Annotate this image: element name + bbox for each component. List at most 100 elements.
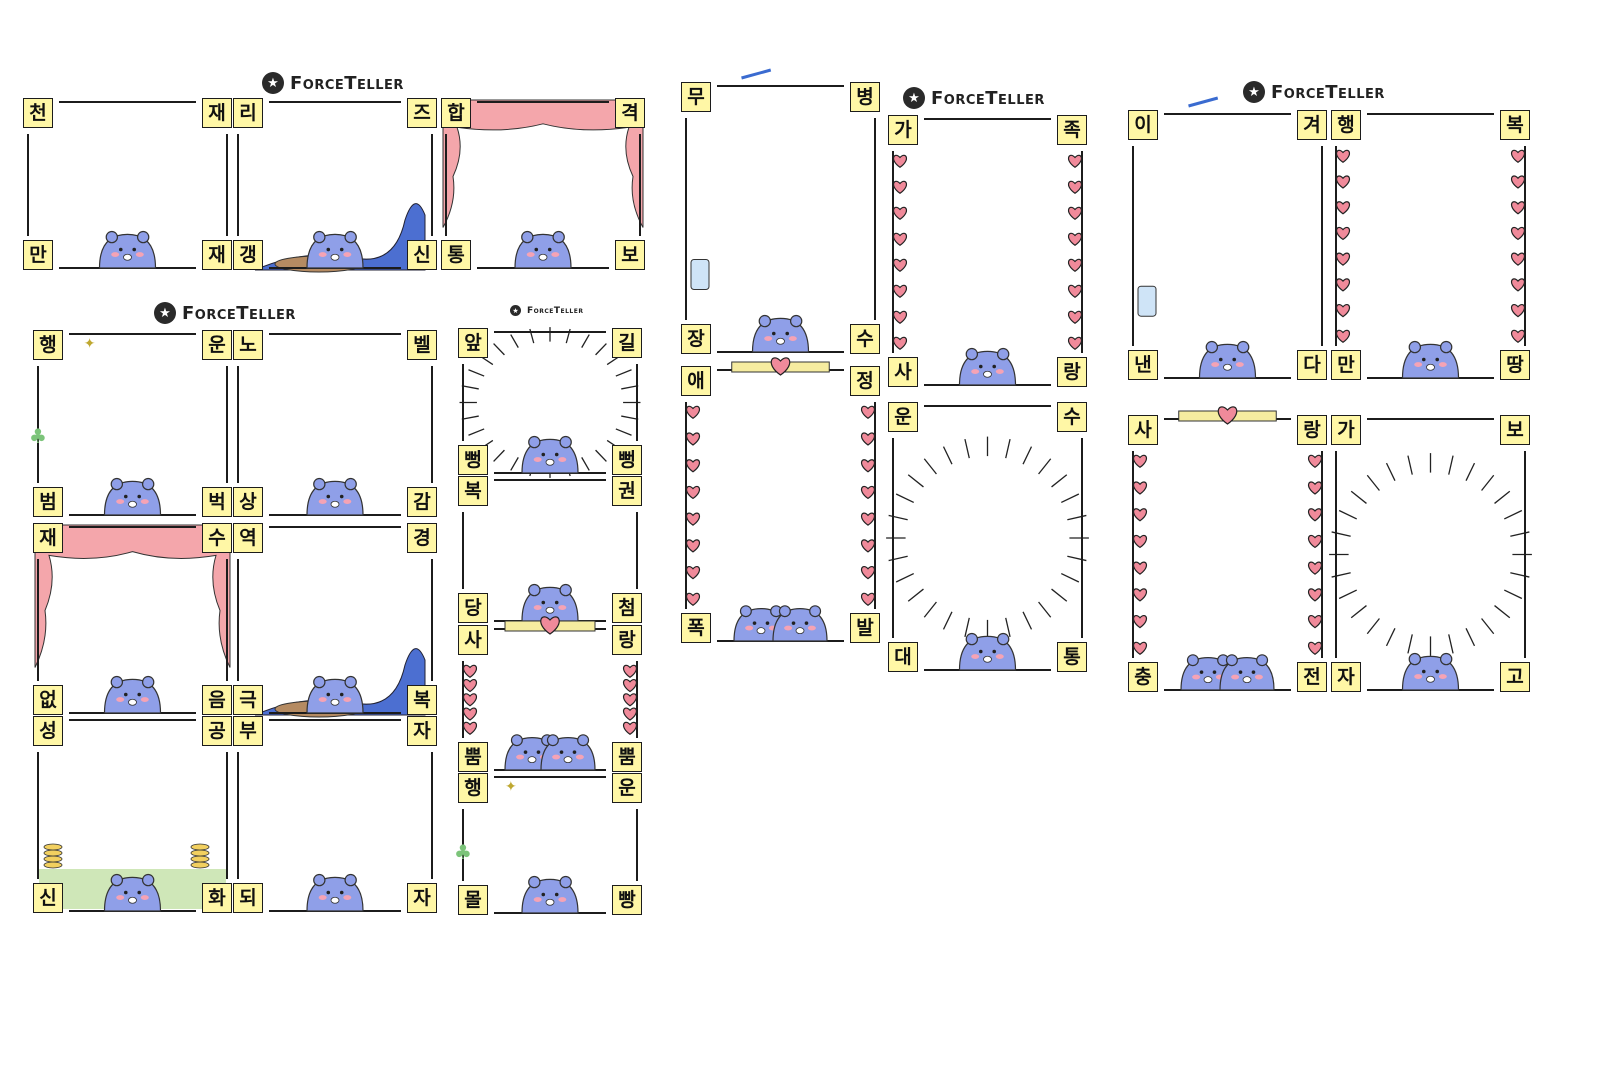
heart-icon	[463, 721, 477, 736]
heart-icon	[1133, 454, 1147, 469]
bear-character	[521, 435, 579, 474]
letter-tile-tr: 병	[850, 82, 880, 112]
letter-tile-tl: 성	[33, 716, 63, 746]
coin-stack-icon	[190, 849, 210, 857]
heart-icon	[1336, 149, 1350, 164]
heart-icon	[1068, 336, 1082, 351]
letter-tile-tl: 무	[681, 82, 711, 112]
syringe-icon	[1188, 96, 1219, 108]
heart-icon	[686, 485, 700, 500]
burst-ray	[1350, 605, 1367, 619]
letter-tile-bl: 낸	[1128, 350, 1158, 380]
heart-icon	[1308, 561, 1322, 575]
burst-ray	[1067, 555, 1087, 562]
heart-icon	[893, 206, 907, 221]
frame-border	[886, 405, 1089, 671]
heart-icon	[686, 512, 700, 526]
coin-stack-icon	[43, 843, 63, 851]
letter-tile-br: 신	[407, 240, 437, 270]
letter-tile-tl: 역	[233, 523, 263, 553]
coin-stack-icon	[190, 855, 210, 863]
burst-ray	[595, 343, 607, 356]
heart-icon	[1068, 206, 1082, 221]
iv-bag-icon	[690, 259, 710, 290]
burst-ray	[1038, 601, 1052, 618]
heart-icon	[540, 616, 560, 635]
burst-ray	[942, 446, 953, 465]
forceteller-logo: ★ForceTeller	[510, 305, 583, 316]
heart-icon	[1068, 284, 1082, 299]
frame-border	[27, 101, 228, 269]
burst-ray	[1005, 617, 1011, 638]
letter-tile-bl: 되	[233, 883, 263, 913]
letter-tile-bl: 사	[888, 357, 918, 387]
letter-tile-tl: 노	[233, 330, 263, 360]
burst-ray	[923, 601, 937, 618]
burst-ray	[923, 458, 937, 475]
heart-icon	[1133, 534, 1147, 549]
letter-tile-bl: 장	[681, 324, 711, 354]
heart-icon	[861, 405, 875, 420]
letter-tile-br: 뿜	[612, 742, 642, 772]
letter-tile-tr: 랑	[1297, 415, 1327, 445]
letter-tile-bl: 갱	[233, 240, 263, 270]
letter-tile-br: 발	[850, 613, 880, 643]
burst-ray	[1407, 455, 1413, 475]
star-circle-icon: ★	[1243, 81, 1265, 103]
burst-ray	[895, 493, 914, 504]
letter-tile-tr: 재	[202, 98, 232, 128]
burst-ray	[1504, 509, 1523, 520]
burst-ray	[942, 611, 953, 630]
burst-ray	[1038, 458, 1052, 475]
bear-character	[521, 875, 579, 914]
heart-icon	[1511, 175, 1525, 189]
letter-tile-bl: 몰	[458, 885, 488, 915]
forceteller-logo: ★ForceTeller	[262, 72, 404, 94]
letter-tile-tr: 족	[1057, 115, 1087, 145]
heart-icon	[1308, 534, 1322, 549]
heart-icon	[686, 539, 700, 553]
clover-icon: ♣	[29, 424, 47, 448]
letter-tile-br: 벅	[202, 487, 232, 517]
syringe-icon	[741, 68, 772, 80]
coin-stack-icon	[43, 849, 63, 857]
letter-tile-br: 땅	[1500, 350, 1530, 380]
letter-tile-tr: 공	[202, 716, 232, 746]
heart-icon	[770, 357, 791, 376]
bear-character	[958, 347, 1017, 386]
burst-ray	[1494, 490, 1511, 504]
burst-ray	[493, 343, 505, 356]
burst-ray	[907, 474, 924, 488]
ribbon-banner	[731, 357, 830, 376]
sparkle-icon: ✦	[505, 779, 517, 795]
heart-icon	[1133, 641, 1147, 656]
letter-tile-br: 전	[1297, 662, 1327, 692]
coin-stack-icon	[190, 843, 210, 851]
burst-ray	[1061, 493, 1080, 504]
heart-icon	[1308, 588, 1322, 602]
ribbon-banner	[504, 616, 596, 635]
burst-ray	[1022, 446, 1033, 465]
heart-icon	[1511, 329, 1525, 344]
letter-tile-tr: 길	[612, 328, 642, 358]
letter-tile-tl: 천	[23, 98, 53, 128]
letter-tile-tl: 사	[458, 625, 488, 655]
heart-icon	[1068, 154, 1082, 169]
letter-tile-bl: 만	[1331, 350, 1361, 380]
heart-icon	[1511, 303, 1525, 318]
burst-ray	[615, 369, 632, 377]
heart-icon	[1308, 508, 1322, 522]
ribbon-banner	[1178, 406, 1277, 425]
heart-icon	[861, 539, 875, 553]
heart-icon	[893, 284, 907, 299]
heart-icon	[861, 432, 875, 446]
heart-icon	[1308, 614, 1322, 629]
letter-tile-tl: 가	[1331, 415, 1361, 445]
letter-tile-br: 재	[202, 240, 232, 270]
heart-icon	[686, 565, 700, 580]
burst-ray	[1510, 572, 1530, 578]
